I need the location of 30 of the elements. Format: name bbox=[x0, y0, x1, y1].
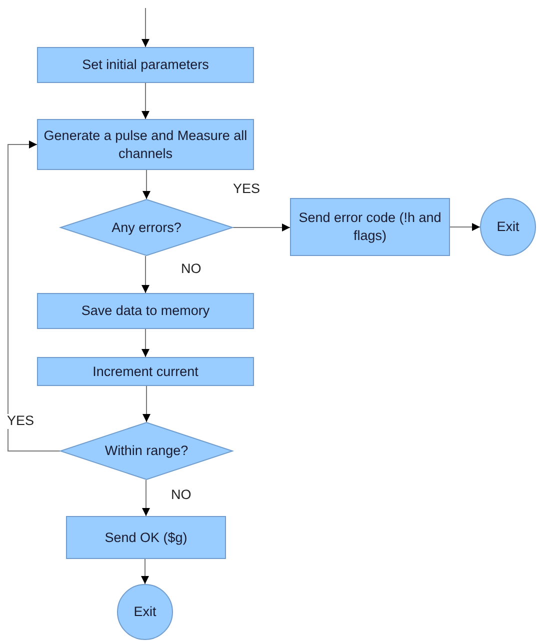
node-label: Exit bbox=[496, 218, 520, 236]
process-box bbox=[37, 47, 254, 83]
node-label: Send error code (!h and flags) bbox=[298, 209, 442, 245]
arrow bbox=[142, 256, 150, 294]
decision-diamond bbox=[60, 199, 233, 256]
process-box bbox=[37, 293, 254, 329]
node-label: Increment current bbox=[92, 362, 200, 380]
node-label: Within range? bbox=[104, 442, 190, 460]
decision-diamond bbox=[60, 422, 233, 480]
node-label: Generate a pulse and Measure all channels bbox=[42, 126, 248, 162]
node-label: Any errors? bbox=[110, 218, 182, 236]
process-box bbox=[37, 119, 254, 170]
process-box bbox=[66, 516, 226, 559]
arrow bbox=[141, 558, 149, 584]
arrow bbox=[450, 223, 480, 231]
process-box bbox=[37, 357, 254, 386]
node-label: Set initial parameters bbox=[81, 56, 210, 74]
node-label: Exit bbox=[132, 603, 158, 621]
arrow bbox=[8, 140, 60, 452]
arrow bbox=[142, 170, 150, 200]
arrow bbox=[142, 328, 150, 358]
arrow bbox=[142, 82, 150, 120]
process-box bbox=[290, 198, 450, 256]
arrow bbox=[142, 386, 150, 422]
edge-label: YES bbox=[6, 414, 36, 429]
node-label: Save data to memory bbox=[80, 302, 211, 320]
arrow bbox=[232, 224, 290, 232]
arrow bbox=[142, 8, 150, 48]
arrow bbox=[142, 480, 150, 516]
node-label: Send OK ($g) bbox=[104, 528, 188, 546]
